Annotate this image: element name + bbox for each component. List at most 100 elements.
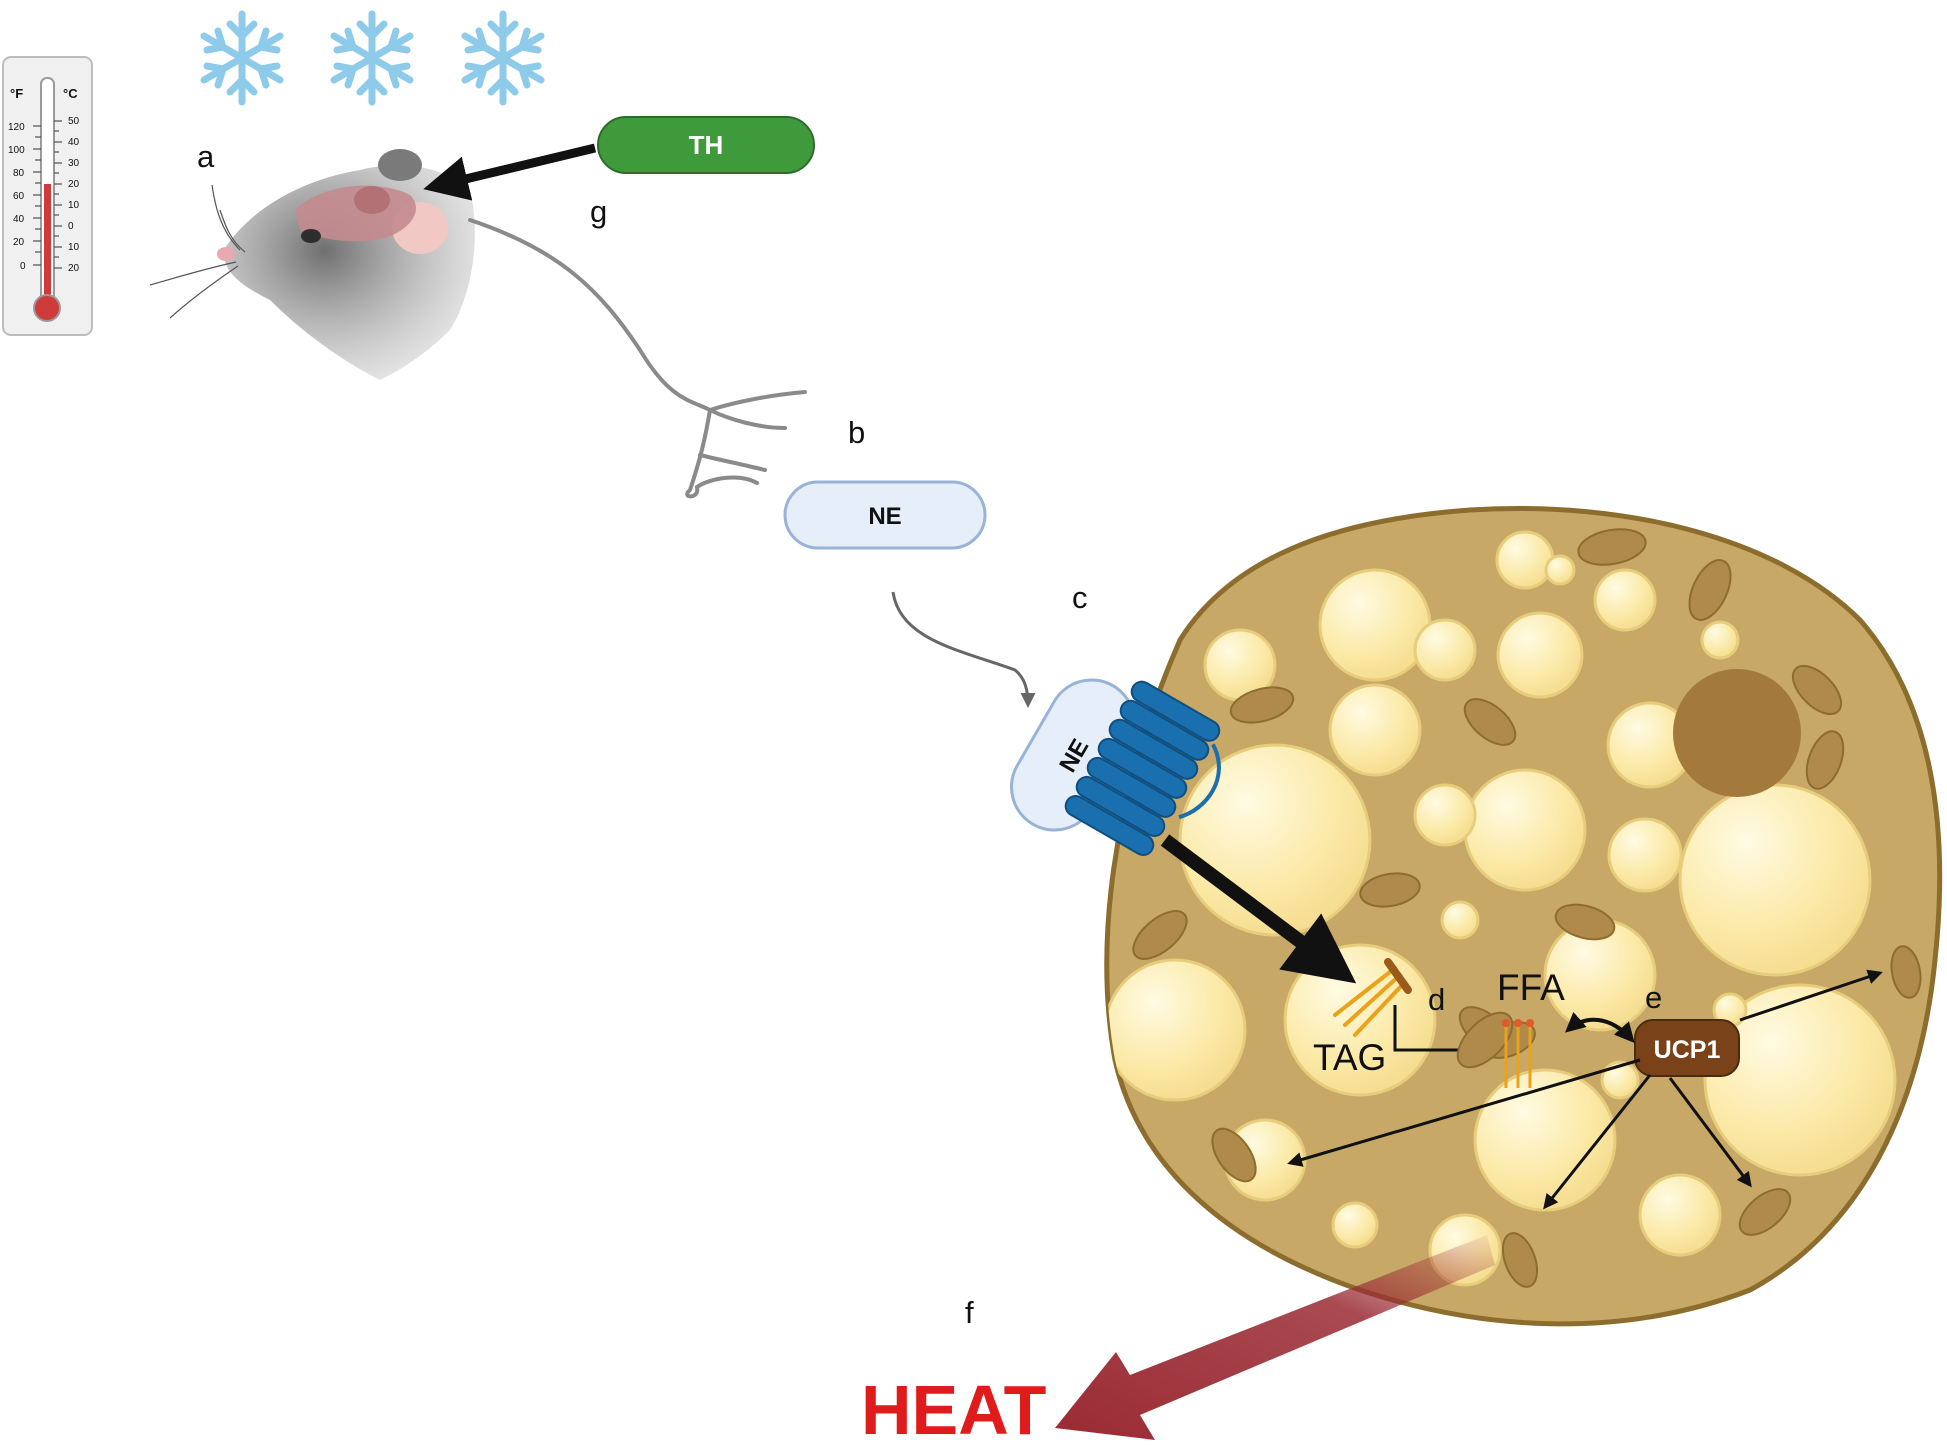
mitochondrion-icon xyxy=(1132,910,1188,960)
snowflake-icons xyxy=(200,10,545,106)
tag-label: TAG xyxy=(1313,1037,1386,1078)
th-pill-shape xyxy=(597,116,815,174)
lipid-droplet xyxy=(1106,958,1247,1102)
mitochondrion-icon xyxy=(1890,945,1922,999)
lipid-droplet xyxy=(1678,783,1872,977)
step-label-b: b xyxy=(848,415,865,450)
arrow-ffa-ucp1 xyxy=(1564,1011,1635,1044)
step-label-g: g xyxy=(590,194,607,229)
lipid-droplet xyxy=(1700,620,1740,660)
ne-pill-shape xyxy=(783,480,987,550)
thermometer: °F °C 120 100 80 60 40 20 0 50 40 30 20 … xyxy=(2,56,93,336)
c-tick: 40 xyxy=(68,137,80,148)
lipid-droplet xyxy=(1440,900,1480,940)
thermometer-bulb xyxy=(33,294,61,322)
ffa-label: FFA xyxy=(1497,967,1565,1008)
lipid-droplet xyxy=(1600,1060,1640,1100)
th-pill: TH xyxy=(597,116,815,174)
step-label-e: e xyxy=(1645,980,1662,1015)
f-tick: 100 xyxy=(8,145,25,156)
lipid-droplet xyxy=(1496,611,1584,699)
brown-adipocyte-cell xyxy=(1104,505,1943,1327)
f-tick: 0 xyxy=(20,261,26,272)
mitochondrion-icon xyxy=(1501,1232,1539,1288)
mitochondrion-icon xyxy=(1791,664,1843,716)
f-tick: 80 xyxy=(13,168,25,179)
unit-c-label: °C xyxy=(63,86,78,101)
ucp1-box: UCP1 xyxy=(1634,1019,1740,1077)
lipid-droplet xyxy=(1413,783,1477,847)
lipid-droplet xyxy=(1331,1201,1379,1249)
curved-arrow-ne-to-receptor xyxy=(891,591,1036,708)
c-tick: 20 xyxy=(68,263,80,274)
step-label-d: d xyxy=(1428,982,1445,1017)
mitochondrion-icon xyxy=(1738,1188,1792,1236)
cerebellum xyxy=(354,186,390,214)
lipid-droplet xyxy=(1638,1173,1722,1257)
ucp1-shape xyxy=(1634,1019,1740,1077)
mitochondrion-icon xyxy=(1359,872,1421,908)
f-scale: 120 100 80 60 40 20 0 xyxy=(8,122,26,272)
heat-label: HEAT xyxy=(861,1371,1046,1447)
mitochondrion-icon xyxy=(1805,730,1845,790)
sympathetic-nerve xyxy=(468,218,807,499)
snowflake-icon xyxy=(330,10,414,106)
mitochondrion-icon xyxy=(1688,559,1732,621)
whiskers xyxy=(149,184,246,319)
mouse-head-illustration xyxy=(149,149,475,380)
c-tick: 10 xyxy=(68,242,80,253)
c-tick: 20 xyxy=(68,179,80,190)
mouse-nose xyxy=(217,247,235,261)
lipid-droplet xyxy=(1544,554,1576,586)
unit-f-label: °F xyxy=(10,86,23,101)
mouse-ear-back xyxy=(378,149,422,181)
mitochondrion-icon xyxy=(1229,686,1295,724)
nucleus xyxy=(1673,669,1801,797)
lipid-droplet xyxy=(1178,743,1372,937)
lipid-droplet xyxy=(1328,683,1422,777)
c-tick: 0 xyxy=(68,221,74,232)
mouse-eye xyxy=(301,229,321,243)
adrenergic-receptor-icon xyxy=(1064,680,1221,857)
lipid-droplet xyxy=(1703,983,1897,1177)
f-tick: 60 xyxy=(13,191,25,202)
c-tick: 30 xyxy=(68,158,80,169)
lipid-droplet xyxy=(1318,568,1432,682)
mitochondrion-icon xyxy=(1211,1127,1257,1183)
ffa-icon xyxy=(1456,1011,1534,1088)
arrow-th-to-brain xyxy=(423,143,597,201)
lipid-droplets xyxy=(1106,530,1897,1287)
arrow-receptor-to-tag xyxy=(1160,834,1357,984)
c-tick: 50 xyxy=(68,116,80,127)
th-label: TH xyxy=(689,130,724,160)
arrow-tag-to-ffa xyxy=(1393,1005,1481,1058)
lipid-droplet xyxy=(1473,1068,1617,1212)
step-label-f: f xyxy=(965,1295,974,1330)
mitochondrion-icon xyxy=(1463,698,1517,746)
lipid-droplet xyxy=(1593,568,1657,632)
mitochondrion-icon xyxy=(1554,903,1616,941)
snowflake-icon xyxy=(461,10,545,106)
c-tick: 10 xyxy=(68,200,80,211)
c-scale: 50 40 30 20 10 0 10 20 xyxy=(68,116,80,274)
ne-top-label: NE xyxy=(868,503,901,530)
snowflake-icon xyxy=(200,10,284,106)
lipid-droplet xyxy=(1607,817,1683,893)
lipid-droplet xyxy=(1495,530,1555,590)
lipid-droplet xyxy=(1463,768,1587,892)
mitochondrion-icon xyxy=(1577,528,1647,566)
heat-arrow xyxy=(1055,1235,1495,1440)
f-tick: 20 xyxy=(13,237,25,248)
f-tick: 120 xyxy=(8,122,25,133)
step-label-c: c xyxy=(1072,580,1088,615)
lipid-droplet xyxy=(1413,618,1477,682)
ne-pill: NE xyxy=(783,480,987,550)
ucp1-label: UCP1 xyxy=(1654,1036,1721,1064)
thermometer-mercury xyxy=(44,184,51,312)
ucp1-arrows xyxy=(1287,969,1883,1210)
f-tick: 40 xyxy=(13,214,25,225)
thermometer-tick-marks xyxy=(33,120,62,269)
tag-lipid-icon xyxy=(1333,958,1412,1037)
